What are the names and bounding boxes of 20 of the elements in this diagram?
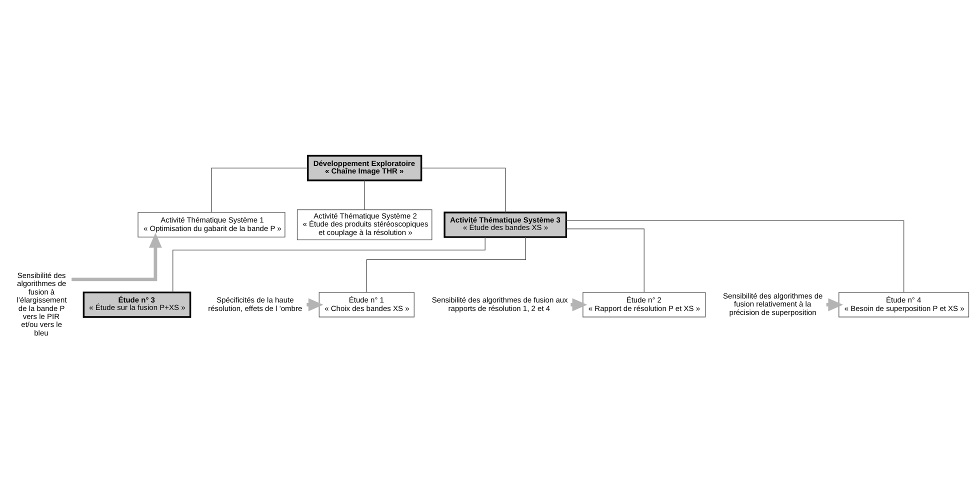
node-box: Activité Thématique Système 1 « Optimisation du gabarit de la bande P » <box>138 212 286 237</box>
node-box: Étude n° 4 « Besoin de superposition P et XS » <box>838 292 970 317</box>
node-text: Sensibilité des algorithmes de fusion relativement à la précision de superposition <box>723 290 823 316</box>
connector <box>566 228 644 292</box>
node-box: Développement Exploratoire « Chaîne Image THR » <box>307 154 422 181</box>
connector <box>566 220 904 292</box>
connector <box>364 180 365 210</box>
connector <box>421 167 506 212</box>
node-box: Étude n° 3 « Étude sur la fusion P+XS » <box>82 291 192 318</box>
node-box: Étude n° 2 « Rapport de résolution P et XS » <box>582 292 706 317</box>
connector <box>211 167 308 212</box>
node-text: Sensibilité des algorithmes de fusion aux rapports de résolution 1, 2 et 4 <box>432 295 568 312</box>
node-text: Spécificités de la haute résolution, effets de l ’ombre <box>208 295 302 312</box>
arrow <box>72 232 162 281</box>
connector <box>172 236 486 292</box>
node-box: Activité Thématique Système 2 « Étude des produits stéréoscopiques et couplage à la résolution » <box>296 208 432 240</box>
node-box: Étude n° 1 « Choix des bandes XS » <box>318 292 414 317</box>
node-text: Sensibilité des algorithmes de fusion à l’élargissement de la bande P vers le PIR et/ou vers le bleu <box>16 270 67 337</box>
node-box: Activité Thématique Système 3 « Étude des bandes XS » <box>444 211 568 238</box>
connector <box>366 236 526 292</box>
